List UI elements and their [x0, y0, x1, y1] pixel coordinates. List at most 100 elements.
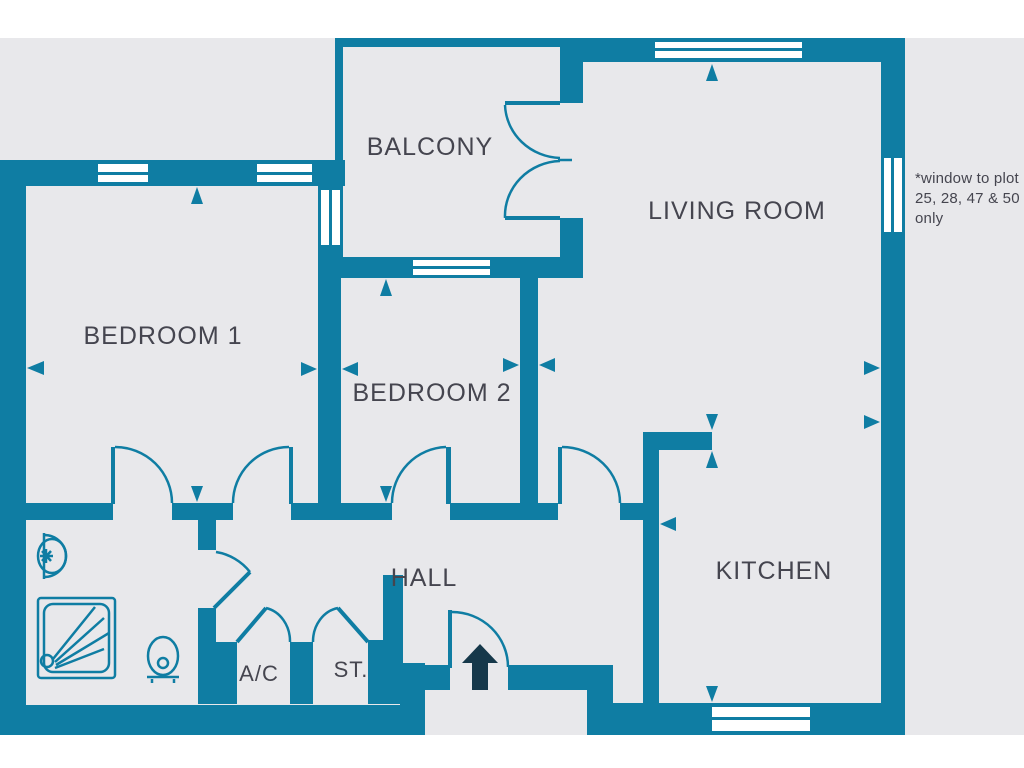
annotation-line-2: 25, 28, 47 & 50 [915, 190, 1020, 207]
room-labels: BALCONY LIVING ROOM BEDROOM 1 BEDROOM 2 … [83, 133, 833, 686]
window-living-right-line [891, 158, 894, 232]
dim-arrow-down-kitchen [706, 686, 718, 702]
window-balcony-side-line [329, 190, 332, 245]
wall-hall-top-3 [291, 503, 392, 520]
doors [111, 101, 622, 668]
window-bedroom2-line [413, 266, 490, 269]
wall-bedroom2-living [520, 278, 538, 520]
dim-arrow-up-bedroom1 [191, 187, 203, 204]
wall-hall-top-4 [450, 503, 558, 520]
annotation-line-3: only [915, 210, 944, 227]
wall-entrance-right [508, 665, 613, 690]
dim-arrow-down-bedroom1 [191, 486, 203, 502]
dim-arrow-down-bedroom2 [380, 486, 392, 502]
label-bedroom2: BEDROOM 2 [352, 379, 511, 407]
wall-outer-left [0, 160, 26, 735]
sink-bowl-inner [36, 537, 68, 575]
entrance-arrow-icon [462, 644, 498, 690]
dim-arrow-left-kitchen [660, 517, 676, 531]
shower-tray-inner [42, 602, 111, 674]
door-swing-balcony-bottom [503, 159, 561, 219]
wall-hall-top-5 [620, 503, 643, 520]
shower-tray-outer [36, 596, 117, 680]
label-store: ST. [334, 657, 369, 682]
label-ac: A/C [239, 661, 279, 686]
dim-arrow-left-bedroom1 [27, 361, 44, 375]
window-living-top-line [655, 48, 802, 51]
wall-bath-ac [216, 642, 237, 704]
wall-kitchen-top [659, 432, 712, 450]
dim-arrow-right-kitchen [864, 415, 880, 429]
label-hall: HALL [391, 564, 458, 592]
wall-balcony-rail-west [335, 38, 343, 162]
door-leaf-bedroom2 [446, 447, 451, 504]
dim-arrow-right-living [864, 361, 880, 375]
door-swing-bedroom1 [231, 445, 290, 504]
toilet-icon [146, 635, 180, 683]
wall-bath-east-upper [198, 520, 216, 550]
door-swing-ensuite [114, 445, 174, 504]
dim-arrow-up-kitchen [706, 451, 718, 468]
sink-icon [36, 533, 68, 579]
door-leaf-bathroom [212, 570, 252, 610]
dimension-arrows [27, 64, 880, 702]
wall-entrance-corner [587, 690, 613, 735]
wall-ac-store [290, 642, 313, 704]
dim-arrow-down-living [706, 414, 718, 430]
dim-arrow-left-bedroom2 [342, 362, 358, 376]
windows [98, 42, 902, 731]
wall-living-west-upper [560, 38, 583, 103]
door-leaf-balcony-bottom [505, 216, 560, 220]
window-kitchen-line [712, 717, 810, 720]
door-swing-living [561, 445, 622, 504]
door-bifold-ac-leaf [235, 606, 268, 644]
door-swing-entrance [451, 610, 510, 668]
dim-arrow-up-living [706, 64, 718, 81]
label-living: LIVING ROOM [648, 197, 826, 225]
wall-balcony-rail-top [335, 38, 560, 47]
door-swing-balcony-top [503, 104, 561, 160]
door-leaf-balcony-top [505, 101, 560, 105]
wall-hall-top-2 [172, 503, 233, 520]
dim-arrow-right-bedroom2 [503, 358, 519, 372]
dim-arrow-up-bedroom2 [380, 279, 392, 296]
wall-living-west-lower [560, 218, 583, 278]
wall-bath-east-lower [198, 608, 216, 704]
wall-outer-bottom-left [0, 705, 425, 735]
dim-arrow-left-living [539, 358, 555, 372]
door-leaf-entrance [448, 610, 452, 668]
shower-head [39, 653, 55, 669]
wall-entrance-pier [383, 575, 403, 704]
door-swing-bedroom2 [390, 445, 447, 504]
label-kitchen: KITCHEN [716, 557, 833, 585]
window-bedroom1-b-line [257, 172, 312, 175]
door-bifold-store-leaf [336, 606, 370, 644]
wall-store-east [368, 640, 383, 704]
shower-icon [36, 596, 117, 680]
window-annotation: *window to plot 25, 28, 47 & 50 only [915, 170, 1020, 227]
bathroom-fixtures [36, 533, 180, 683]
door-leaf-living [558, 447, 562, 504]
wall-bedroom1-bedroom2 [318, 278, 341, 520]
wall-kitchen-west [643, 432, 659, 703]
label-bedroom1: BEDROOM 1 [83, 322, 242, 350]
door-bifold-store-arc [311, 606, 339, 643]
annotation-line-1: *window to plot [915, 170, 1020, 187]
window-bedroom1-a-line [98, 172, 148, 175]
door-bifold-ac-arc [265, 606, 292, 643]
toilet-drain [156, 656, 170, 670]
wall-entrance-left [418, 665, 450, 690]
door-swing-bathroom [215, 550, 251, 573]
door-leaf-ensuite [111, 447, 115, 504]
wall-hall-top-1 [26, 503, 113, 520]
wall-outer-right [881, 38, 905, 735]
door-leaf-bedroom1 [289, 447, 293, 504]
toilet-cistern [147, 675, 179, 683]
sink-tap [40, 549, 53, 563]
shower-spray [52, 606, 110, 670]
plan-background [0, 38, 1024, 735]
dim-arrow-right-bedroom1 [301, 362, 317, 376]
toilet-bowl [146, 635, 180, 677]
